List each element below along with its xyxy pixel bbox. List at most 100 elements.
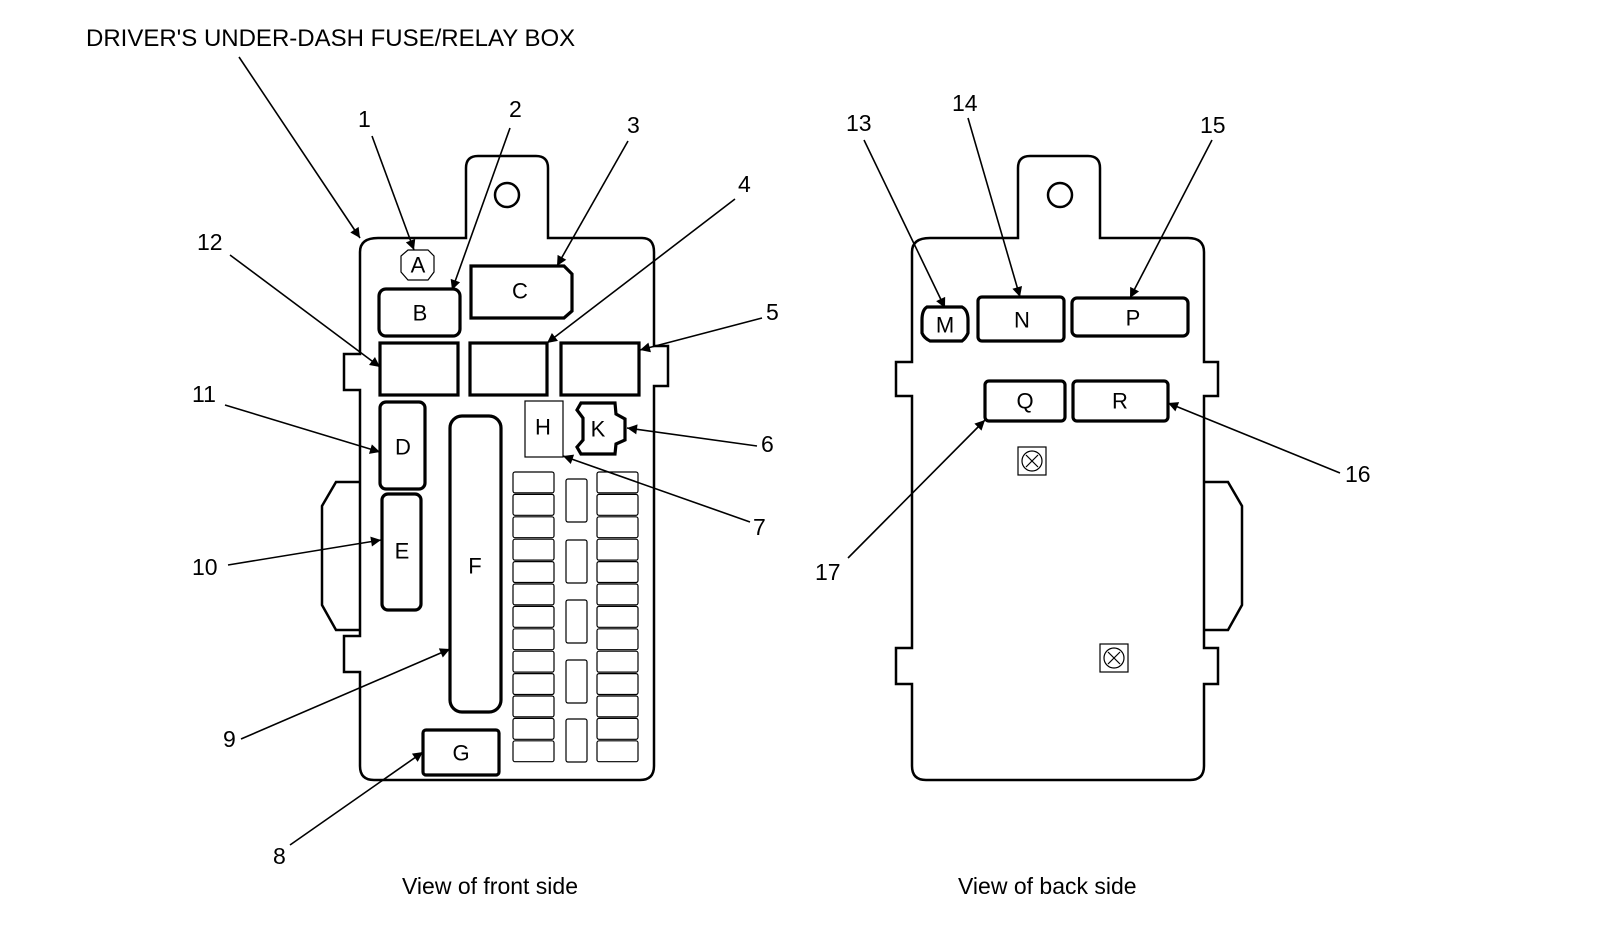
center-fuse-slot[interactable]: [565, 718, 588, 763]
fuse-slot[interactable]: [512, 695, 555, 718]
callout-14: 14: [952, 90, 978, 116]
relay-slot-5[interactable]: [559, 341, 641, 397]
fuse-slot[interactable]: [596, 583, 639, 606]
component-g[interactable]: G: [421, 728, 501, 777]
leader-12: [229, 254, 381, 368]
fuse-slot[interactable]: [512, 740, 555, 763]
component-n[interactable]: N: [976, 295, 1066, 343]
component-h[interactable]: H: [524, 400, 564, 458]
back-callouts: 13 14 15 16 17: [815, 90, 1371, 585]
callout-5: 5: [766, 299, 779, 325]
component-m-label: M: [936, 313, 954, 338]
fuse-slot[interactable]: [512, 560, 555, 584]
component-a[interactable]: A: [400, 249, 435, 281]
leader-6: [626, 424, 758, 447]
mounting-hole-back: [1046, 181, 1074, 209]
diagram-title: DRIVER'S UNDER-DASH FUSE/RELAY BOX: [86, 25, 575, 52]
fuse-slot[interactable]: [512, 493, 555, 516]
leader-14: [967, 117, 1023, 298]
component-m[interactable]: M: [920, 305, 970, 343]
component-k[interactable]: K: [575, 401, 627, 456]
center-fuse-slot[interactable]: [565, 539, 588, 584]
leader-2: [450, 127, 511, 291]
relay-slot-4[interactable]: [468, 341, 549, 397]
callout-10: 10: [192, 554, 218, 580]
component-b[interactable]: B: [377, 287, 462, 338]
fuse-slot[interactable]: [512, 717, 555, 740]
fuse-slot[interactable]: [512, 538, 555, 561]
fuse-slot[interactable]: [596, 628, 639, 651]
fuse-slot[interactable]: [512, 471, 555, 494]
callout-11: 11: [192, 381, 216, 407]
center-fuse-slot[interactable]: [565, 478, 588, 523]
component-h-label: H: [535, 415, 551, 440]
fuse-slot[interactable]: [596, 740, 639, 763]
callout-17: 17: [815, 559, 841, 585]
leader-7: [562, 454, 751, 523]
component-e[interactable]: E: [380, 492, 423, 612]
fuse-slot[interactable]: [596, 695, 639, 718]
leader-13: [863, 139, 946, 309]
back-view-box: M N P Q R: [894, 154, 1244, 782]
callout-4: 4: [738, 171, 751, 197]
callout-12: 12: [197, 229, 223, 255]
leader-1: [371, 135, 416, 251]
fuse-slot[interactable]: [512, 672, 555, 696]
leader-11: [224, 404, 381, 454]
front-callouts: 1 2 3 4 5 6 7 8 9 10 11 12: [192, 56, 779, 869]
component-b-label: B: [413, 301, 428, 326]
center-fuse-slot[interactable]: [565, 659, 588, 704]
fuse-slot[interactable]: [596, 717, 639, 740]
callout-16: 16: [1345, 461, 1371, 487]
fuse-slot[interactable]: [596, 516, 639, 539]
component-p[interactable]: P: [1070, 296, 1190, 338]
fuse-slot[interactable]: [512, 650, 555, 673]
component-f-label: F: [468, 554, 481, 579]
fuse-slot[interactable]: [512, 583, 555, 606]
callout-9: 9: [223, 726, 236, 752]
callout-15: 15: [1200, 112, 1226, 138]
component-c-label: C: [512, 279, 528, 304]
fuse-slot[interactable]: [512, 605, 555, 628]
leader-5: [639, 317, 763, 353]
fuse-slot[interactable]: [596, 493, 639, 516]
component-e-label: E: [395, 539, 410, 564]
fuse-slot[interactable]: [596, 560, 639, 584]
component-d[interactable]: D: [378, 400, 427, 491]
fuse-slot[interactable]: [596, 672, 639, 696]
component-k-label: K: [591, 417, 606, 442]
callout-2: 2: [509, 96, 522, 122]
component-q-label: Q: [1016, 389, 1033, 414]
component-q[interactable]: Q: [983, 379, 1067, 423]
mounting-hole: [493, 181, 521, 209]
fuse-slot[interactable]: [512, 628, 555, 651]
fuse-grid: [512, 471, 639, 763]
leader-4: [546, 198, 736, 344]
component-r[interactable]: R: [1071, 379, 1170, 423]
leader-16: [1167, 402, 1341, 474]
component-g-label: G: [452, 741, 469, 766]
leader-15: [1129, 139, 1213, 299]
component-f[interactable]: F: [448, 414, 503, 714]
front-view-caption: View of front side: [402, 873, 578, 899]
fuse-slot[interactable]: [596, 605, 639, 628]
leader-17: [847, 419, 986, 559]
left-side-clip: [320, 480, 360, 632]
fuse-slot[interactable]: [512, 516, 555, 539]
callout-6: 6: [761, 431, 774, 457]
leader-9: [240, 648, 451, 740]
front-view-box: A B C D E F: [320, 154, 670, 782]
leader-8: [289, 751, 424, 846]
screw-icon: [1099, 643, 1129, 673]
center-fuse-slot[interactable]: [565, 599, 588, 644]
right-side-clip: [1203, 480, 1244, 632]
component-c[interactable]: C: [469, 264, 574, 320]
component-r-label: R: [1112, 389, 1128, 414]
fuse-slot[interactable]: [596, 650, 639, 673]
relay-slot-12[interactable]: [378, 341, 460, 397]
fuse-slot[interactable]: [596, 538, 639, 561]
callout-8: 8: [273, 843, 286, 869]
callout-3: 3: [627, 112, 640, 138]
title-leader: [238, 56, 361, 239]
